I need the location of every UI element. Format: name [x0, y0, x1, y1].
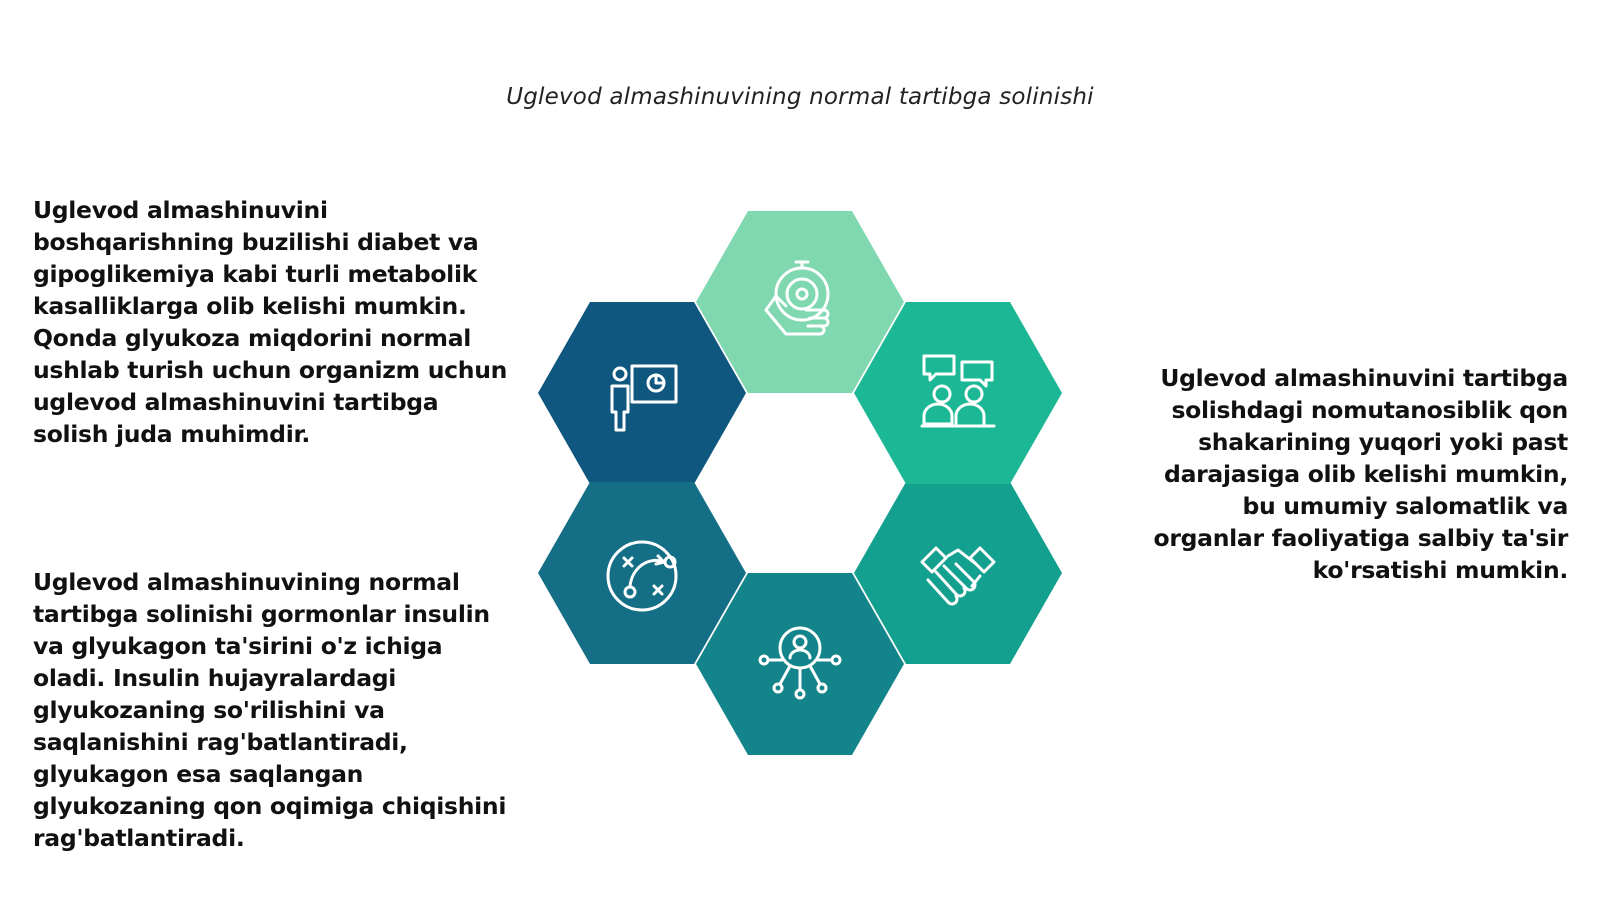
hexagon-lower-left [538, 482, 746, 664]
page-title: Uglevod almashinuvining normal tartibga … [506, 84, 1094, 110]
paragraph-right: Uglevod almashinuvini tartibga solishdag… [1153, 364, 1569, 584]
user-network-icon [758, 626, 842, 700]
hexagon-upper-left-shape [538, 302, 746, 484]
hexagon-upper-right-shape [854, 302, 1062, 484]
hexagon-lower-right [854, 482, 1062, 664]
hexagon-top [696, 211, 904, 393]
paragraph-bottom-left: Uglevod almashinuvining normal tartibga … [33, 568, 507, 852]
hexagon-upper-left [538, 302, 746, 484]
strategy-board-icon [606, 540, 678, 612]
hexagon-bottom [696, 573, 904, 755]
hand-target-icon [764, 260, 830, 336]
hexagon-bottom-shape [696, 573, 904, 755]
people-chat-icon [920, 354, 996, 428]
hexagon-lower-right-shape [854, 482, 1062, 664]
hexagon-upper-right [854, 302, 1062, 484]
paragraph-top-left: Uglevod almashinuvini boshqarishning buz… [33, 196, 508, 448]
hexagon-top-shape [696, 211, 904, 393]
presentation-icon [610, 364, 678, 432]
hexagon-lower-left-shape [538, 482, 746, 664]
handshake-icon [920, 546, 996, 606]
